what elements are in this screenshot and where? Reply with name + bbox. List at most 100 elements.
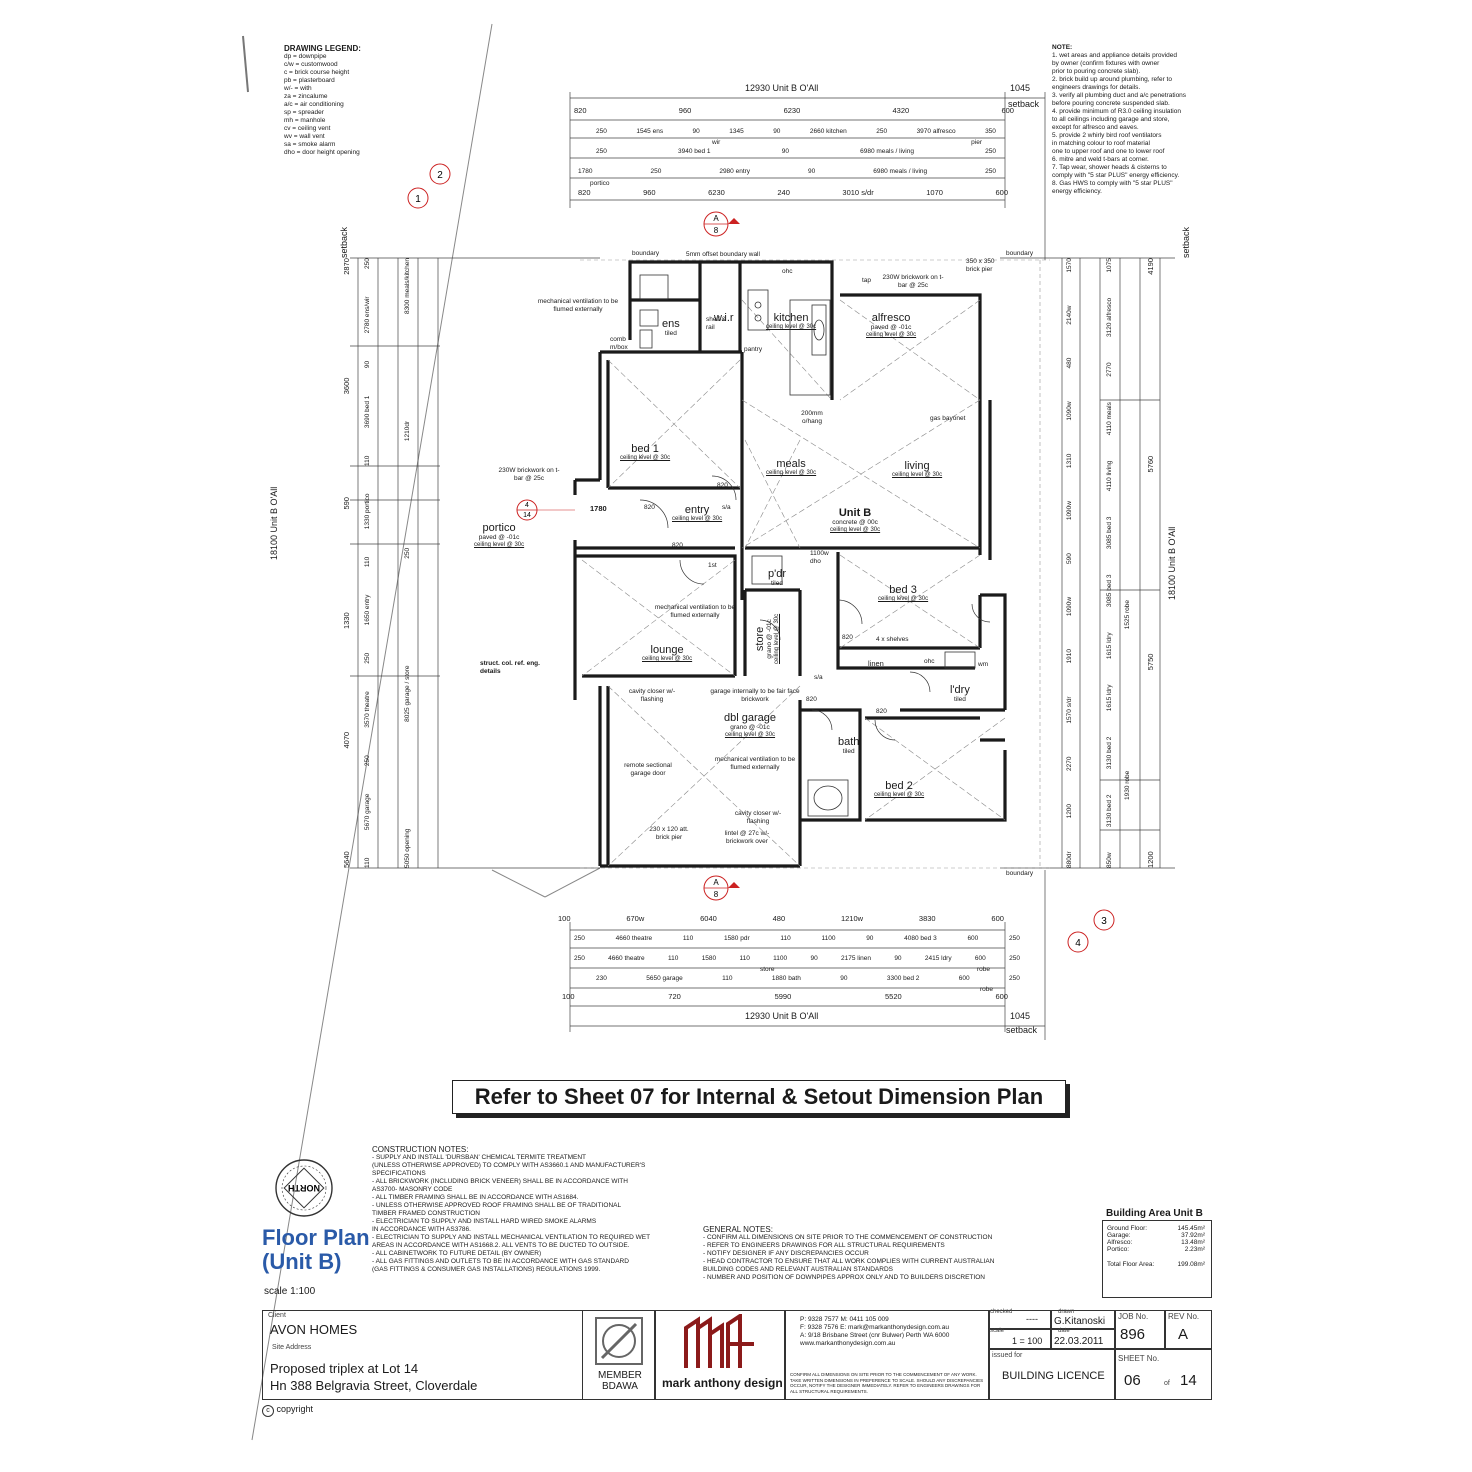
general-notes-title: GENERAL NOTES: [703, 1225, 773, 1234]
dimension-value: 1580 pdr [723, 935, 750, 942]
dimension-value: 8025 garage / store [404, 665, 411, 722]
marker-label: 3 [1101, 916, 1107, 927]
construction-notes: CONSTRUCTION NOTES: - SUPPLY AND INSTALL… [372, 1146, 650, 1274]
dimension-value: 480 [772, 914, 786, 923]
mad-logo-icon [684, 1314, 754, 1368]
dimension-value: 110 [780, 935, 791, 942]
logo-text: mark anthony design [662, 1376, 783, 1390]
dimension-value: 3570 theatre [364, 691, 371, 728]
general-note-line: - CONFIRM ALL DIMENSIONS ON SITE PRIOR T… [703, 1234, 993, 1241]
general-notes: GENERAL NOTES: - CONFIRM ALL DIMENSIONS … [703, 1226, 994, 1282]
room-linen: linen [868, 659, 884, 668]
dimension-value: 90 [810, 955, 818, 962]
annot-door-820-c: 820 [672, 542, 683, 549]
note-line: to all ceilings including garage and sto… [1052, 116, 1170, 123]
dimension-value: 1615 ldry [1106, 632, 1113, 660]
fixtures [639, 274, 976, 817]
dimension-value: 5050 opening [404, 828, 411, 868]
dimension-value: 4110 living [1106, 460, 1113, 492]
building-area-title: Building Area Unit B [1106, 1208, 1203, 1219]
dimension-value: 6980 meals / living [873, 168, 928, 175]
construction-note-line: AREAS IN ACCORDANCE WITH AS1668.2. ALL V… [372, 1242, 630, 1249]
dimension-value: 1210dr [404, 420, 411, 442]
note-line: 5. provide 2 whirly bird roof ventilator… [1052, 132, 1162, 139]
legend-item: cv = ceiling vent [284, 125, 331, 132]
dimension-value: 820 [578, 188, 591, 197]
legend-item: dho = door height opening [284, 149, 360, 156]
dimension-value: 250 [596, 148, 607, 155]
room-meals: meals ceiling level @ 30c [766, 458, 817, 476]
marker-label: A [713, 214, 719, 223]
construction-note-line: - SUPPLY AND INSTALL 'DURSBAN' CHEMICAL … [372, 1154, 587, 1161]
marker-label: 2 [437, 170, 443, 181]
note-line: except for alfresco and eaves. [1052, 124, 1139, 131]
annot-overhang: 200mm o/hang [801, 410, 823, 425]
dimension-value: 820 [574, 106, 587, 115]
area-row: Garage:37.92m² [1107, 1232, 1205, 1239]
annot-offset-wall: 5mm offset boundary wall [686, 251, 760, 258]
room-kitchen: kitchen ceiling level @ 30c [766, 312, 817, 330]
dimension-value: 90 [364, 360, 371, 369]
boundary-dashes [580, 259, 1050, 869]
dimension-value: 250 [876, 128, 888, 135]
dimension-value: 2780 ens/wir [364, 296, 371, 334]
area-label: Alfresco: [1107, 1239, 1133, 1246]
dimension-value: 5760 [1146, 455, 1155, 473]
dim-left-overall: 18100 Unit B O'All [269, 486, 279, 560]
dimension-value: 600 [995, 188, 1008, 197]
annot-garage-internal: garage internally to be fair face brickw… [710, 688, 800, 703]
annot-gas-bayonet: gas bayonet [930, 415, 966, 422]
dimension-value: 1210w [840, 914, 864, 923]
date-box [1050, 1328, 1116, 1350]
dimension-value: 5990 [774, 992, 792, 1001]
marker-label: 8 [714, 226, 719, 235]
dimension-value: 600 [958, 975, 970, 982]
annot-tap: tap [862, 277, 872, 284]
date-value: 22.03.2011 [1054, 1336, 1104, 1347]
marker-label: 1 [415, 194, 421, 205]
bdawa-logo-icon [595, 1317, 643, 1365]
job-box [1114, 1310, 1166, 1350]
dimension-value: 250 [574, 955, 585, 962]
annot-brick-pier: 350 x 350 brick pier [966, 258, 995, 273]
dimension-value: 1545 ens [636, 128, 664, 135]
construction-note-line: - ALL TIMBER FRAMING SHALL BE IN ACCORDA… [372, 1194, 579, 1201]
dimension-value: 110 [739, 955, 750, 962]
room-bed2: bed 2 ceiling level @ 30c [874, 780, 925, 798]
construction-note-line: - ALL CABINETWORK TO FUTURE DETAIL (BY O… [372, 1250, 542, 1257]
legend-item: za = zincalume [284, 93, 328, 100]
client-label: Client [268, 1312, 286, 1319]
dimension-value: 230 [596, 975, 607, 982]
bottom-dimension-lines [569, 870, 1046, 1040]
dim-bottom-setback: 1045 [1010, 1011, 1031, 1021]
scale-box [988, 1328, 1052, 1350]
legend-item: wv = wall vent [284, 133, 325, 140]
annot-door-820-b: 820 [717, 482, 728, 489]
note-line: energy efficiency. [1052, 188, 1102, 195]
dimension-value: 1780 [578, 168, 593, 175]
dimension-value: 600 [991, 914, 1004, 923]
contact-line: A: 9/18 Brisbane Street (cnr Bulwer) Per… [800, 1332, 950, 1339]
dimension-value: 1930 robe [1124, 770, 1131, 800]
sheet-label: SHEET No. [1118, 1354, 1160, 1363]
legend-item: sp = spreader [284, 109, 324, 116]
dimension-value: 1070 [926, 188, 943, 197]
room-bed3: bed 3 ceiling level @ 30c [878, 584, 929, 602]
dimension-value: 110 [364, 857, 371, 868]
job-label: JOB No. [1118, 1312, 1149, 1321]
dimension-value: 3010 s/dr [842, 188, 874, 197]
dimension-value: 2660 kitchen [809, 128, 847, 135]
dimension-value: robe [976, 966, 990, 973]
total-area-label: Total Floor Area: [1107, 1261, 1155, 1268]
dimension-value: 2415 ldry [924, 955, 952, 962]
note-line: in matching colour to roof material [1052, 140, 1150, 147]
dimension-value: 2140w [1066, 305, 1073, 325]
note-line: engineers drawings for details. [1052, 84, 1141, 91]
room-pdr: p'dr tiled [768, 568, 786, 587]
